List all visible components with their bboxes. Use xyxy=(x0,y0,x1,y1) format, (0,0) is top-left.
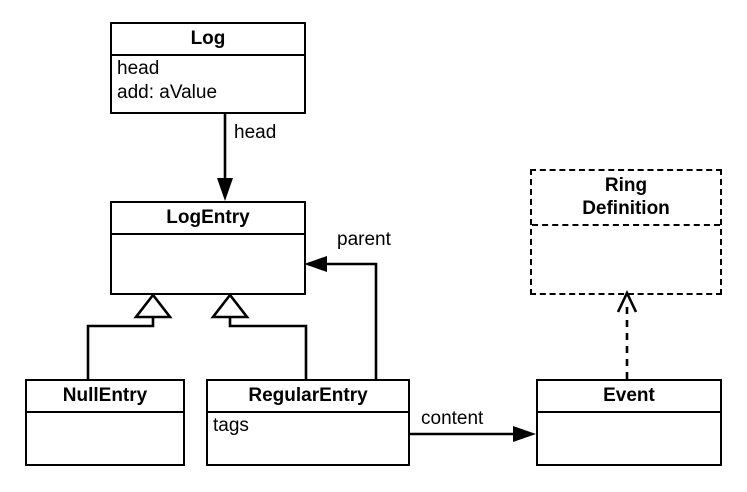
class-attribute: add: aValue xyxy=(117,82,218,103)
edge-label-head: head xyxy=(234,122,277,143)
edge-label-parent: parent xyxy=(337,229,391,250)
class-attribute: head xyxy=(117,58,160,79)
class-box-log[interactable]: Log head add: aValue xyxy=(110,22,306,114)
edge-nullentry-inherits-logentry xyxy=(86,292,173,379)
class-box-nullentry[interactable]: NullEntry xyxy=(25,379,185,466)
class-box-regularentry[interactable]: RegularEntry tags xyxy=(206,379,410,466)
class-attributes-nullentry xyxy=(27,413,183,464)
class-title-event: Event xyxy=(538,381,720,413)
edge-regularentry-parent-logentry xyxy=(304,256,378,379)
class-title-regularentry: RegularEntry xyxy=(208,381,408,413)
class-title-logentry: LogEntry xyxy=(112,203,304,235)
class-attributes-regularentry: tags xyxy=(208,413,408,464)
edge-label-content: content xyxy=(421,408,484,429)
class-box-event[interactable]: Event xyxy=(536,379,722,466)
class-attribute: tags xyxy=(213,415,249,436)
class-attributes-log: head add: aValue xyxy=(112,56,304,112)
edge-regularentry-content-event xyxy=(409,426,536,442)
edge-log-head-logentry xyxy=(217,114,233,201)
class-box-ring-definition[interactable]: Ring Definition xyxy=(530,169,722,295)
edge-event-realizes-ringdefinition xyxy=(616,289,638,379)
class-attributes-event xyxy=(538,413,720,464)
class-attributes-logentry xyxy=(112,235,304,293)
class-attributes-ring-definition xyxy=(532,226,720,293)
class-title-log: Log xyxy=(112,24,304,56)
edge-regularentry-inherits-logentry xyxy=(210,292,308,379)
class-title-ring-definition: Ring Definition xyxy=(532,171,720,226)
class-box-logentry[interactable]: LogEntry xyxy=(110,201,306,295)
class-title-nullentry: NullEntry xyxy=(27,381,183,413)
